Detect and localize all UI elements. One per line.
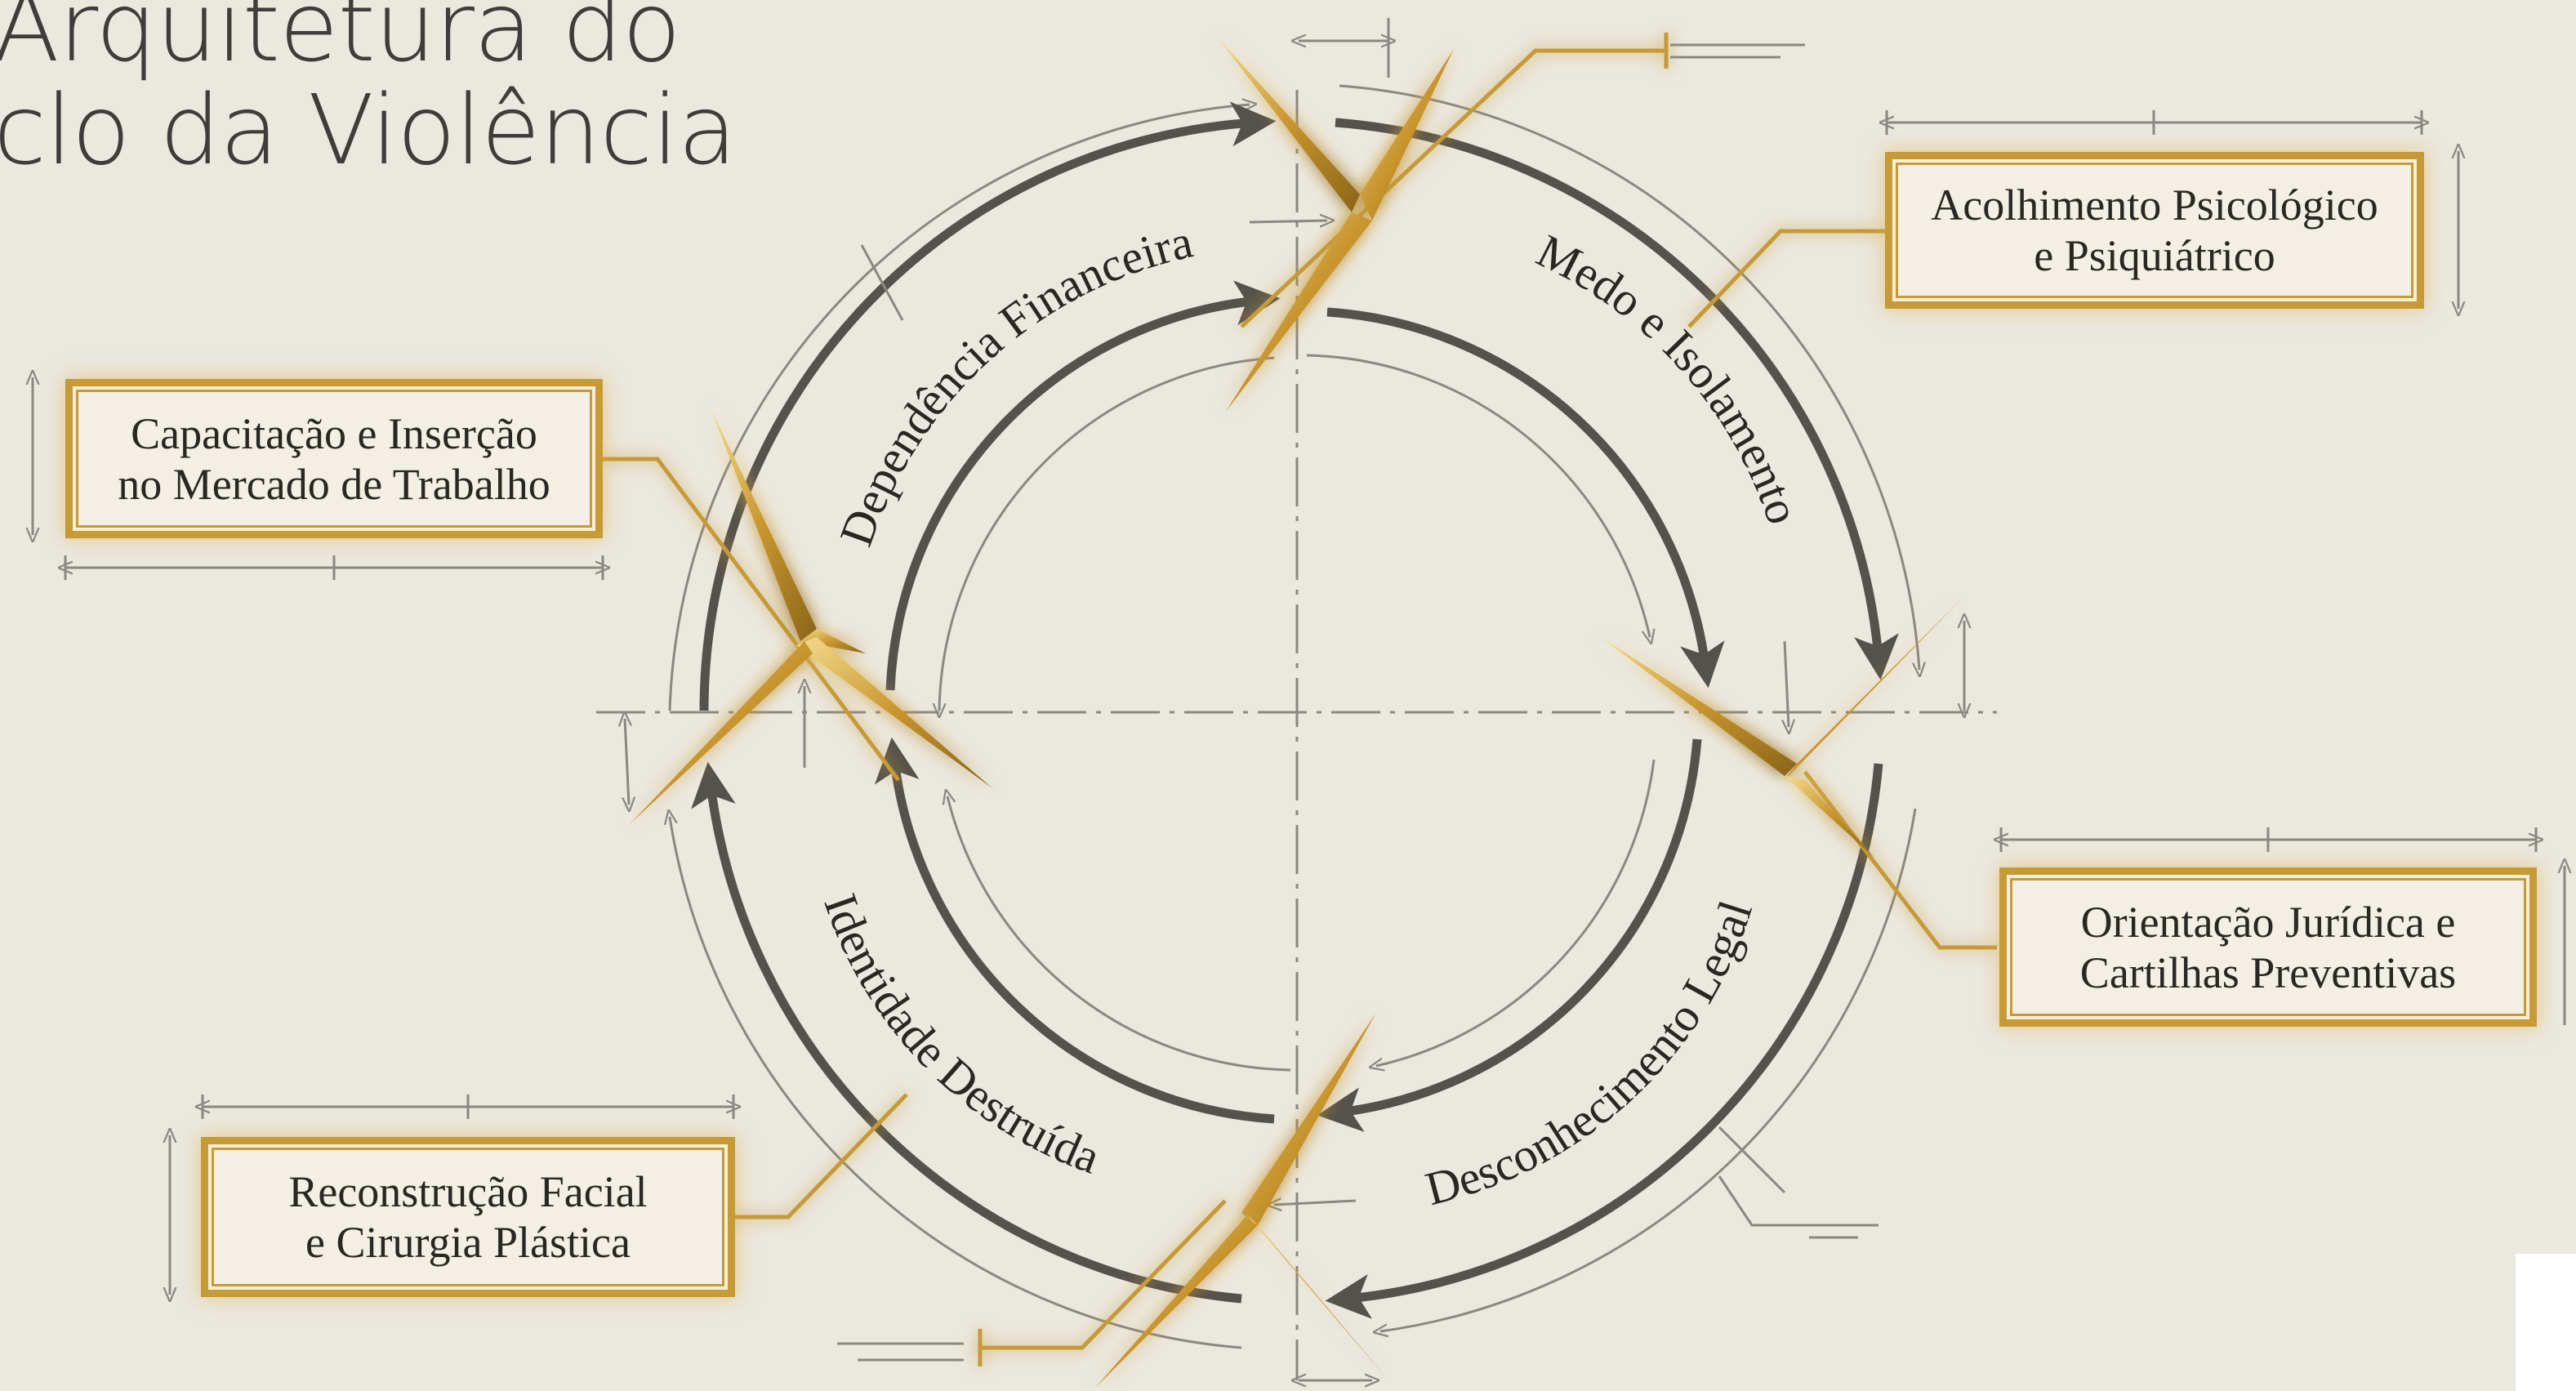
box-line: Acolhimento Psicológico xyxy=(1931,181,2378,230)
box-line: Cartilhas Preventivas xyxy=(2079,947,2457,997)
gold-star-node-right xyxy=(1601,596,1964,858)
label-desconhecimento-legal: Desconhecimento Legal xyxy=(1420,894,1763,1215)
box-line: Capacitação e Inserção xyxy=(131,408,537,458)
construction-lines xyxy=(596,90,1997,1380)
box-reconstrucao-facial: Reconstrução Facial e Cirurgia Plástica xyxy=(201,1137,735,1297)
blank-corner-patch xyxy=(2516,1254,2576,1391)
box-line: Orientação Jurídica e xyxy=(2080,897,2456,947)
cycle-arrows xyxy=(691,101,1899,1319)
box-line: Reconstrução Facial xyxy=(288,1167,648,1216)
box-capacitacao-mercado-trabalho: Capacitação e Inserção no Mercado de Tra… xyxy=(65,379,603,538)
label-dependencia-financeira: Dependência Financeira xyxy=(829,215,1197,553)
box-line: no Mercado de Trabalho xyxy=(118,459,550,509)
label-medo-e-isolamento: Medo e Isolamento xyxy=(1529,224,1811,530)
title-line-1: Arquitetura do xyxy=(0,0,681,83)
box-orientacao-juridica: Orientação Jurídica e Cartilhas Preventi… xyxy=(1999,867,2537,1027)
gold-star-node-left xyxy=(629,408,992,825)
box-line: e Cirurgia Plástica xyxy=(305,1218,631,1267)
title-line-2: clo da Violência xyxy=(0,74,737,186)
box-line: e Psiquiátrico xyxy=(2034,231,2275,280)
gold-star-node-bottom xyxy=(1094,1013,1388,1389)
dimension-lines xyxy=(33,18,2565,1380)
page-title: Arquitetura do clo da Violência xyxy=(0,0,737,186)
box-acolhimento-psicologico: Acolhimento Psicológico e Psiquiátrico xyxy=(1885,152,2424,309)
gold-star-node-top xyxy=(1217,37,1454,412)
